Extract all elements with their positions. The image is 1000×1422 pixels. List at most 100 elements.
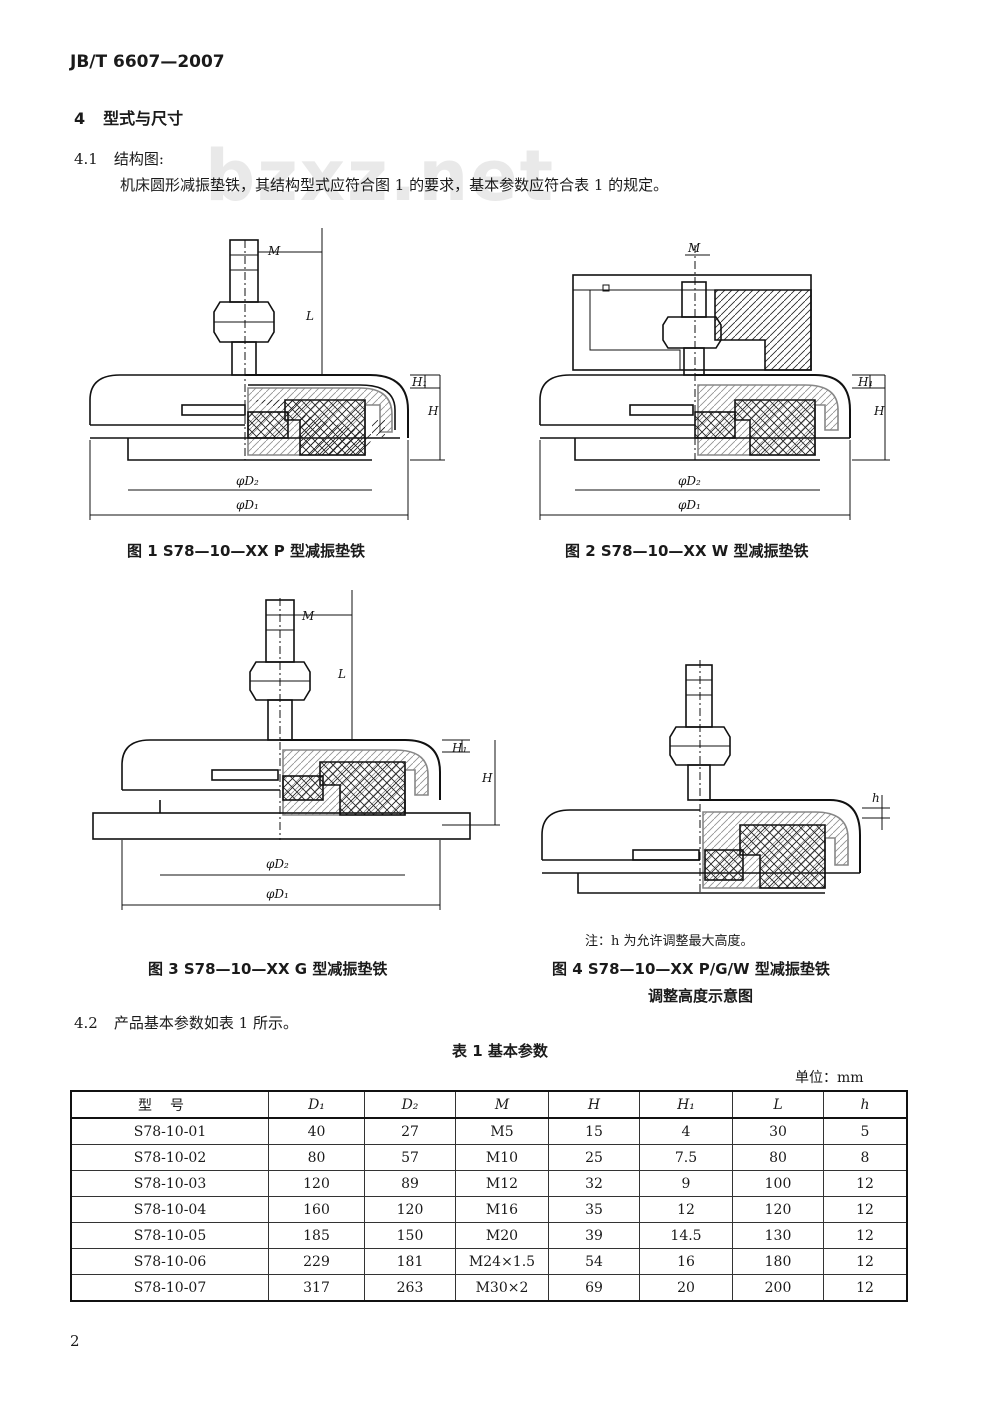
cell: 12 xyxy=(823,1196,908,1223)
figures-canvas: M L H₁ H φD₂ φD₁ M xyxy=(89,228,890,910)
label-M: M xyxy=(267,244,281,258)
cell: 35 xyxy=(548,1196,640,1223)
cell: 9 xyxy=(639,1170,733,1197)
label-D1: φD₁ xyxy=(236,498,259,512)
label-D1: φD₁ xyxy=(678,498,701,512)
cell: 8 xyxy=(823,1144,908,1171)
figure-4-caption-line2: 调整高度示意图 xyxy=(648,987,754,1005)
cell: 200 xyxy=(732,1274,824,1302)
figure-3-caption: 图 3 S78—10—XX G 型减振垫铁 xyxy=(148,960,388,978)
header-D2: D₂ xyxy=(364,1090,456,1119)
subsection-number: 4.1 xyxy=(74,150,98,168)
cell: 120 xyxy=(268,1170,365,1197)
label-H1: H₁ xyxy=(857,375,873,389)
cell: 181 xyxy=(364,1248,456,1275)
cell: 14.5 xyxy=(639,1222,733,1249)
cell: 89 xyxy=(364,1170,456,1197)
cell: 229 xyxy=(268,1248,365,1275)
cell: 4 xyxy=(639,1117,733,1145)
header-L: L xyxy=(732,1090,824,1119)
cell: S78-10-03 xyxy=(70,1170,269,1197)
cell: 25 xyxy=(548,1144,640,1171)
cell: 12 xyxy=(639,1196,733,1223)
figure-4-labels: h xyxy=(872,791,880,805)
figure-1-caption: 图 1 S78—10—XX P 型减振垫铁 xyxy=(127,542,366,560)
figure-3-labels: M L H₁ H φD₂ φD₁ xyxy=(266,609,493,901)
label-M: M xyxy=(301,609,315,623)
label-H: H xyxy=(481,771,493,785)
cell: 27 xyxy=(364,1117,456,1145)
body-paragraph: 机床圆形减振垫铁，其结构型式应符合图 1 的要求，基本参数应符合表 1 的规定。 xyxy=(120,176,669,194)
cell: 69 xyxy=(548,1274,640,1302)
table-header-row: 型号 D₁ D₂ M H H₁ L h xyxy=(70,1090,908,1119)
page-number: 2 xyxy=(70,1332,80,1350)
figure-3-drawing xyxy=(92,590,500,910)
table-caption: 表 1 基本参数 xyxy=(452,1042,548,1060)
header-H: H xyxy=(548,1090,640,1119)
cell: M5 xyxy=(455,1117,549,1145)
cell: 54 xyxy=(548,1248,640,1275)
cell: 100 xyxy=(732,1170,824,1197)
cell: S78-10-01 xyxy=(70,1117,269,1145)
subsection-number: 4.2 xyxy=(74,1014,98,1032)
figure-4-note: 注：h 为允许调整最大高度。 xyxy=(585,934,754,949)
label-D2: φD₂ xyxy=(266,857,289,871)
header-D1: D₁ xyxy=(268,1090,365,1119)
cell: S78-10-06 xyxy=(70,1248,269,1275)
cell: 263 xyxy=(364,1274,456,1302)
label-H1: H₁ xyxy=(411,375,427,389)
cell: 30 xyxy=(732,1117,824,1145)
cell: M20 xyxy=(455,1222,549,1249)
header-h: h xyxy=(823,1090,908,1119)
cell: 120 xyxy=(364,1196,456,1223)
figure-4-caption: 图 4 S78—10—XX P/G/W 型减振垫铁 xyxy=(552,960,830,978)
header-M: M xyxy=(455,1090,549,1119)
section-title: 型式与尺寸 xyxy=(103,109,184,128)
cell: S78-10-07 xyxy=(70,1274,269,1302)
cell: M16 xyxy=(455,1196,549,1223)
cell: 12 xyxy=(823,1274,908,1302)
section-number: 4 xyxy=(74,109,86,128)
cell: M10 xyxy=(455,1144,549,1171)
cell: 185 xyxy=(268,1222,365,1249)
section-heading: 4 型式与尺寸 xyxy=(74,105,183,129)
figure-4-drawing xyxy=(541,660,890,894)
cell: 12 xyxy=(823,1222,908,1249)
cell: 150 xyxy=(364,1222,456,1249)
label-L: L xyxy=(305,309,314,323)
watermark: bzxz.net xyxy=(205,135,556,217)
figure-1-drawing xyxy=(89,228,445,520)
cell: 12 xyxy=(823,1248,908,1275)
cell: 20 xyxy=(639,1274,733,1302)
subsection-4-2: 4.2 产品基本参数如表 1 所示。 xyxy=(74,1012,298,1033)
cell: M12 xyxy=(455,1170,549,1197)
cell: 12 xyxy=(823,1170,908,1197)
cell: S78-10-04 xyxy=(70,1196,269,1223)
subsection-title: 结构图: xyxy=(113,150,164,168)
cell: 7.5 xyxy=(639,1144,733,1171)
cell: 180 xyxy=(732,1248,824,1275)
table-unit: 单位：mm xyxy=(795,1070,864,1086)
standard-number: JB/T 6607—2007 xyxy=(70,52,225,72)
label-H1: H₁ xyxy=(451,741,467,755)
label-H: H xyxy=(427,404,439,418)
subsection-text: 产品基本参数如表 1 所示。 xyxy=(113,1014,298,1032)
cell: 40 xyxy=(268,1117,365,1145)
label-h: h xyxy=(872,791,880,805)
label-D1: φD₁ xyxy=(266,887,289,901)
cell: 80 xyxy=(268,1144,365,1171)
subsection-4-1-heading: 4.1 结构图: xyxy=(74,148,164,169)
cell: 80 xyxy=(732,1144,824,1171)
label-L: L xyxy=(337,667,346,681)
figure-2-labels: M H₁ H φD₂ φD₁ xyxy=(678,241,885,512)
header-model: 型号 xyxy=(70,1090,269,1119)
label-D2: φD₂ xyxy=(236,474,259,488)
label-D2: φD₂ xyxy=(678,474,701,488)
